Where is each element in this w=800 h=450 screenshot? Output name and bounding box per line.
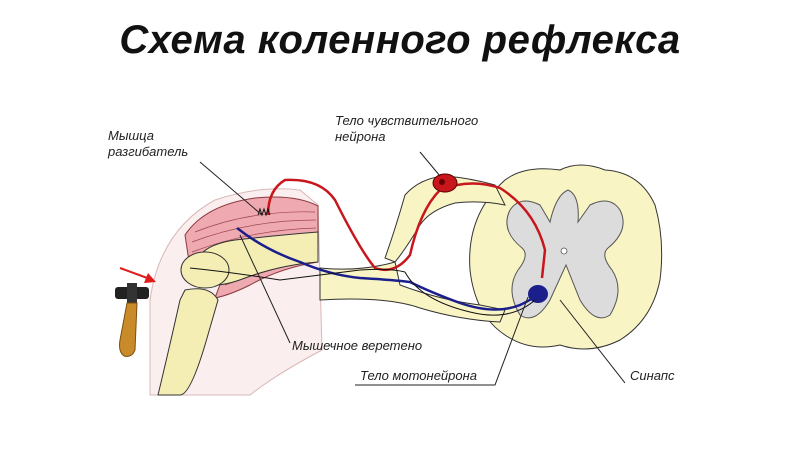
label-muscle-line2: разгибатель xyxy=(107,144,188,159)
label-synapse: Синапс xyxy=(630,368,675,383)
label-motor-neuron-body: Тело мотонейрона xyxy=(360,368,477,383)
sensory-neuron-body xyxy=(433,174,457,192)
reflex-hammer-icon xyxy=(115,283,149,356)
motor-neuron-body xyxy=(528,285,548,303)
label-sensory-line1: Тело чувствительного xyxy=(335,113,478,128)
label-sensory-line2: нейрона xyxy=(335,129,385,144)
stimulus-arrow-icon xyxy=(120,268,156,283)
label-muscle: Мышца разгибатель xyxy=(107,128,188,159)
label-sensory-neuron-body: Тело чувствительного нейрона xyxy=(335,113,482,144)
label-muscle-spindle: Мышечное веретено xyxy=(292,338,422,353)
label-muscle-line1: Мышца xyxy=(108,128,154,143)
